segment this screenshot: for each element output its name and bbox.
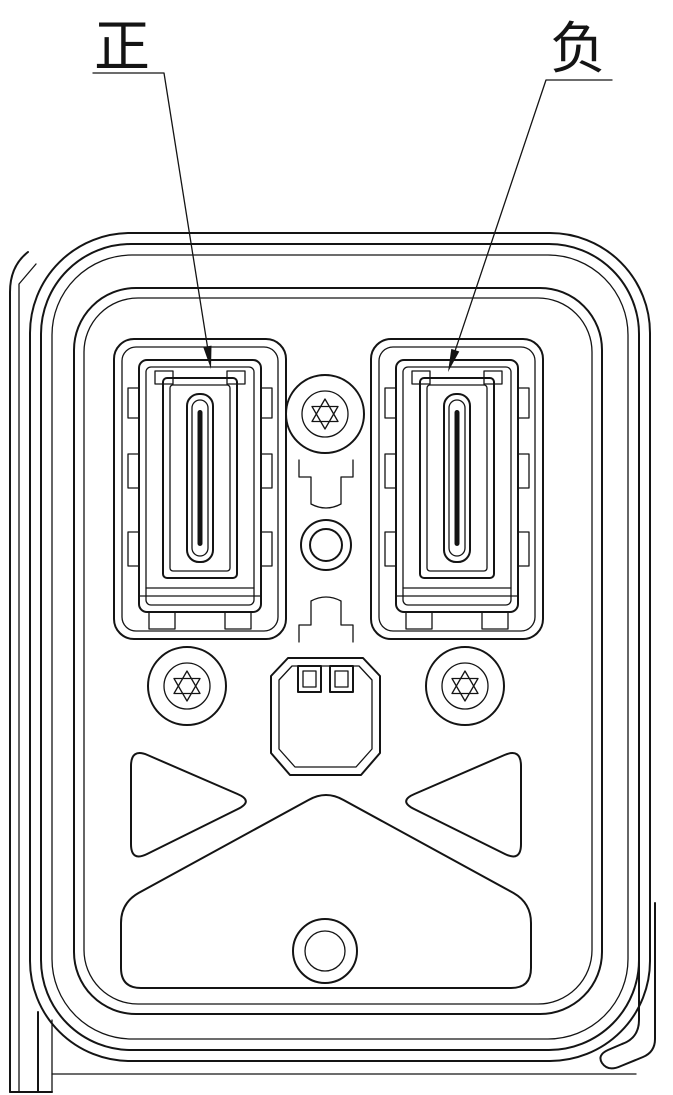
part-edge-profile [9,251,656,1093]
top-notch [298,459,354,509]
negative-leader-line [454,79,613,351]
face-panel-inner [83,297,593,1005]
housing-outer-edge [29,232,651,1062]
housing-fillet-edge [40,243,640,1051]
bottom-hole [292,918,358,984]
positive-label: 正 [94,15,150,80]
negative-label: 负 [550,17,606,82]
right-pocket [405,752,522,858]
face-panel-outer [73,287,603,1015]
negative-terminal-annotation: 负 [448,17,613,372]
negative-terminal-connector [370,338,544,640]
positive-terminal-connector [113,338,287,640]
center-clip-connector [270,657,381,776]
positive-leader-line [92,72,209,347]
housing-fillet-edge-2 [51,254,629,1040]
clip-prong-right [329,665,354,693]
left-edge-line [9,251,29,1093]
clip-inner-octagon [278,665,373,768]
clip-outer-octagon [270,657,381,776]
clip-prong-left [297,665,322,693]
right-strap-hook [599,902,656,1070]
positive-terminal-annotation: 正 [92,15,212,369]
clip-prong-right-inner [334,670,349,688]
torx-screw-top [285,374,365,454]
negative-arrowhead-icon [448,348,460,372]
housing-outline [29,232,651,1062]
torx-screw-right [425,646,505,726]
left-pocket [130,752,247,858]
positive-arrowhead-icon [203,345,212,369]
alignment-hole [300,519,352,571]
torx-screw-left [147,646,227,726]
left-edge-inner-line [18,263,37,1093]
bottom-notch [298,596,354,643]
center-web-notches [298,459,354,643]
clip-prong-left-inner [302,670,317,688]
bottom-chevron-pocket [120,794,532,989]
recessed-pockets [120,752,532,989]
